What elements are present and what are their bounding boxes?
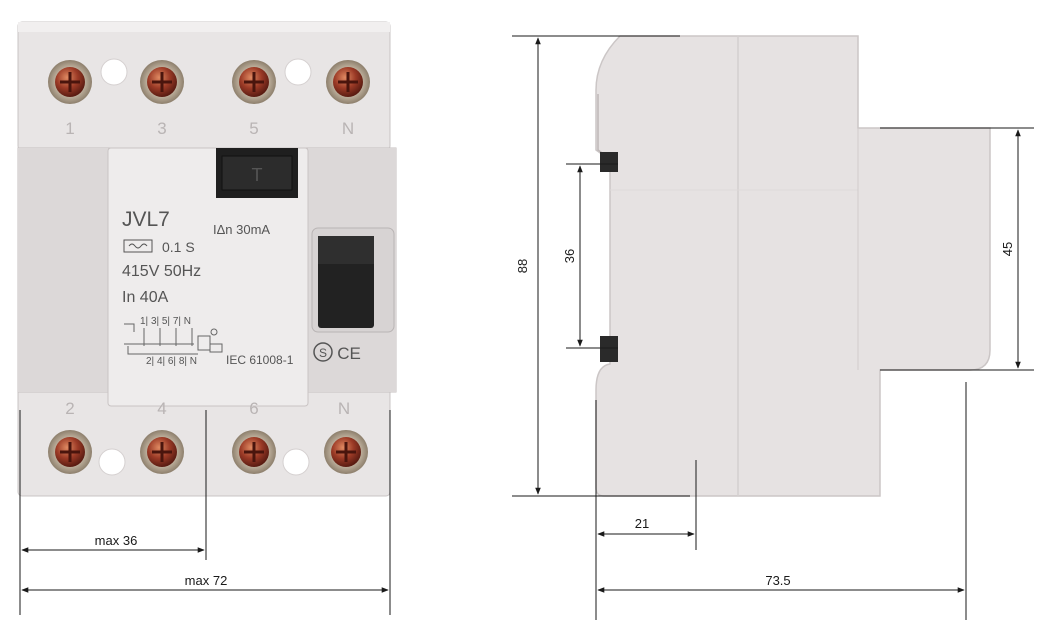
front-view: 1 3 5 N T JVL7 IΔn 30mA 0.1 S 415V 50Hz … [17, 21, 397, 615]
terminal-number-bottom: N [338, 399, 350, 418]
terminal-number-top: 1 [65, 119, 74, 138]
svg-text:1| 3| 5| 7| N: 1| 3| 5| 7| N [140, 316, 191, 327]
dimension-width: max 72 [185, 573, 228, 588]
terminal-number-top: 5 [249, 119, 258, 138]
terminal-number-bottom: 6 [249, 399, 258, 418]
delay-label: 0.1 S [162, 239, 195, 255]
screw-icon [232, 60, 276, 104]
ce-mark: CE [337, 344, 361, 363]
svg-text:2| 4| 6| 8| N: 2| 4| 6| 8| N [146, 356, 197, 367]
dimension-rail-offset: 21 [635, 516, 649, 531]
side-view: 88 36 45 21 73.5 [512, 35, 1034, 620]
screw-icon [326, 60, 370, 104]
dimension-rail: 36 [562, 249, 577, 263]
test-hole-icon [284, 58, 312, 86]
front-dimensions [19, 410, 391, 615]
label-panel [107, 147, 309, 407]
terminal-number-bottom: 2 [65, 399, 74, 418]
terminal-number-top: N [342, 119, 354, 138]
side-housing [595, 35, 991, 497]
test-hole-icon [100, 58, 128, 86]
top-screws [48, 58, 370, 104]
dimension-front-module: 45 [1000, 242, 1015, 256]
ac-symbol-icon [123, 239, 153, 253]
side-dimensions [512, 35, 1034, 620]
voltage-label: 415V 50Hz [122, 263, 201, 280]
test-hole-icon [282, 448, 310, 476]
dimension-depth-to-front: max 36 [95, 533, 138, 548]
terminal-number-top: 3 [157, 119, 166, 138]
test-hole-icon [98, 448, 126, 476]
current-label: In 40A [122, 289, 169, 306]
screw-icon [324, 430, 368, 474]
dimension-depth: 73.5 [765, 573, 790, 588]
dimension-height: 88 [515, 259, 530, 273]
screw-icon [140, 430, 184, 474]
bottom-screws [48, 430, 368, 476]
certification-mark-s: S [319, 346, 327, 360]
sensitivity-label: IΔn 30mA [213, 222, 270, 237]
screw-icon [48, 430, 92, 474]
screw-icon [140, 60, 184, 104]
wiring-schematic: 1| 3| 5| 7| N 2| 4| 6| 8| N [124, 316, 223, 367]
standard-label: IEC 61008-1 [226, 353, 294, 367]
toggle-handle [311, 227, 395, 333]
certification-mark-icon [313, 342, 333, 362]
screw-icon [232, 430, 276, 474]
model-label: JVL7 [122, 208, 170, 231]
test-button-icon: T [252, 165, 263, 185]
terminal-number-bottom: 4 [157, 399, 166, 418]
screw-icon [48, 60, 92, 104]
